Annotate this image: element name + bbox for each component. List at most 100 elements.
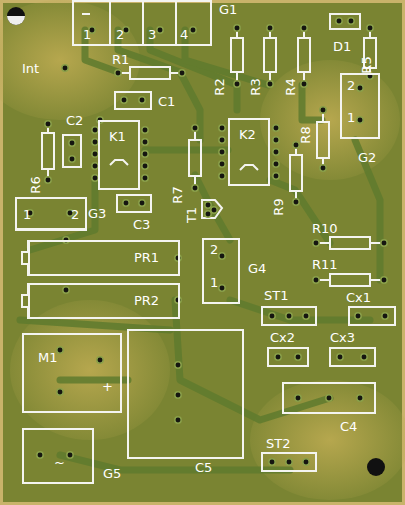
solder-pad (97, 357, 103, 363)
part-designator: R3 (249, 78, 263, 95)
part-designator: D1 (333, 40, 351, 54)
part-text: + (102, 380, 113, 394)
part-designator: R4 (284, 78, 298, 95)
solder-pad (273, 149, 279, 155)
solder-pad (45, 121, 51, 127)
solder-pad (361, 354, 367, 360)
solder-pad (286, 459, 292, 465)
part-designator: R1 (112, 53, 129, 67)
solder-pad (62, 65, 68, 71)
part-text: 1 (210, 276, 218, 290)
solder-pad (293, 199, 299, 205)
part-designator: G2 (358, 151, 376, 165)
part-designator: R5 (360, 56, 374, 73)
solder-pad (219, 285, 225, 291)
part-designator: Cx3 (330, 331, 355, 345)
part-designator: Cx1 (346, 291, 371, 305)
solder-pad (139, 200, 145, 206)
part-text: 3 (148, 28, 156, 42)
part-text: 2 (71, 208, 79, 222)
solder-pad (267, 81, 273, 87)
solder-pad (381, 277, 387, 283)
solder-pad (192, 125, 198, 131)
solder-pad (219, 137, 225, 143)
solder-pad (175, 362, 181, 368)
part-designator: C2 (66, 114, 83, 128)
solder-pad (320, 165, 326, 171)
part-text: 2 (210, 243, 218, 257)
solder-pad (234, 81, 240, 87)
part-text: M1 (38, 351, 58, 365)
solder-pad (175, 417, 181, 423)
relay-outline: K1 (98, 120, 140, 190)
solder-pad (175, 392, 181, 398)
part-designator: R8 (299, 126, 313, 143)
solder-pad (273, 161, 279, 167)
part-text: PR1 (134, 251, 159, 265)
solder-pad (157, 27, 163, 33)
part-designator: T1 (185, 207, 199, 223)
part-text: K2 (239, 128, 256, 142)
connector-block: 21 (340, 73, 380, 139)
connector-block: 1 2 3 4 (72, 0, 212, 46)
part-designator: C3 (133, 218, 150, 232)
solder-pad (348, 18, 354, 24)
solder-pad (219, 173, 225, 179)
part-text: 2 (347, 79, 355, 93)
part-designator: ST2 (266, 437, 290, 451)
solder-pad (286, 313, 292, 319)
part-designator: C4 (340, 420, 357, 434)
solder-pad (69, 156, 75, 162)
part-text: 1 (347, 111, 355, 125)
solder-pad (205, 202, 211, 208)
solder-pad (301, 81, 307, 87)
part-designator: G3 (88, 207, 106, 221)
solder-pad (367, 25, 373, 31)
solder-pad (139, 97, 145, 103)
part-designator: R10 (312, 222, 338, 236)
connector-block: 21 (202, 238, 240, 304)
solder-pad (273, 137, 279, 143)
connector-block: 12 (15, 197, 87, 231)
solder-pad (357, 85, 363, 91)
solder-pad (45, 177, 51, 183)
part-text: 2 (116, 28, 124, 42)
solder-pad (57, 389, 63, 395)
solder-pad (175, 255, 181, 261)
solder-pad (275, 354, 281, 360)
solder-pad (303, 313, 309, 319)
relay-outline: K2 (228, 118, 270, 186)
part-text: 4 (180, 28, 188, 42)
solder-pad (121, 97, 127, 103)
solder-pad (269, 313, 275, 319)
solder-pad (69, 140, 75, 146)
solder-pad (37, 452, 43, 458)
part-designator: R2 (213, 78, 227, 95)
potentiometer-outline: PR2 (28, 283, 180, 319)
part-designator: G4 (248, 262, 266, 276)
solder-pad (142, 139, 148, 145)
solder-pad (219, 125, 225, 131)
solder-pad (295, 354, 301, 360)
supply-connector: ~ (22, 428, 94, 484)
solder-pad (211, 207, 217, 213)
solder-pad (382, 313, 388, 319)
part-designator: R7 (171, 186, 185, 203)
solder-pad (357, 395, 363, 401)
solder-pad (142, 163, 148, 169)
solder-pad (219, 253, 225, 259)
solder-pad (234, 25, 240, 31)
part-text: ~ (54, 456, 65, 470)
solder-pad (267, 25, 273, 31)
solder-pad (67, 452, 73, 458)
solder-pad (123, 200, 129, 206)
part-designator: R11 (312, 258, 338, 272)
part-designator: C5 (195, 461, 212, 475)
solder-pad (355, 313, 361, 319)
part-designator: Cx2 (270, 331, 295, 345)
part-text: 1 (83, 28, 91, 42)
solder-pad (337, 354, 343, 360)
solder-pad (192, 185, 198, 191)
solder-pad (57, 347, 63, 353)
